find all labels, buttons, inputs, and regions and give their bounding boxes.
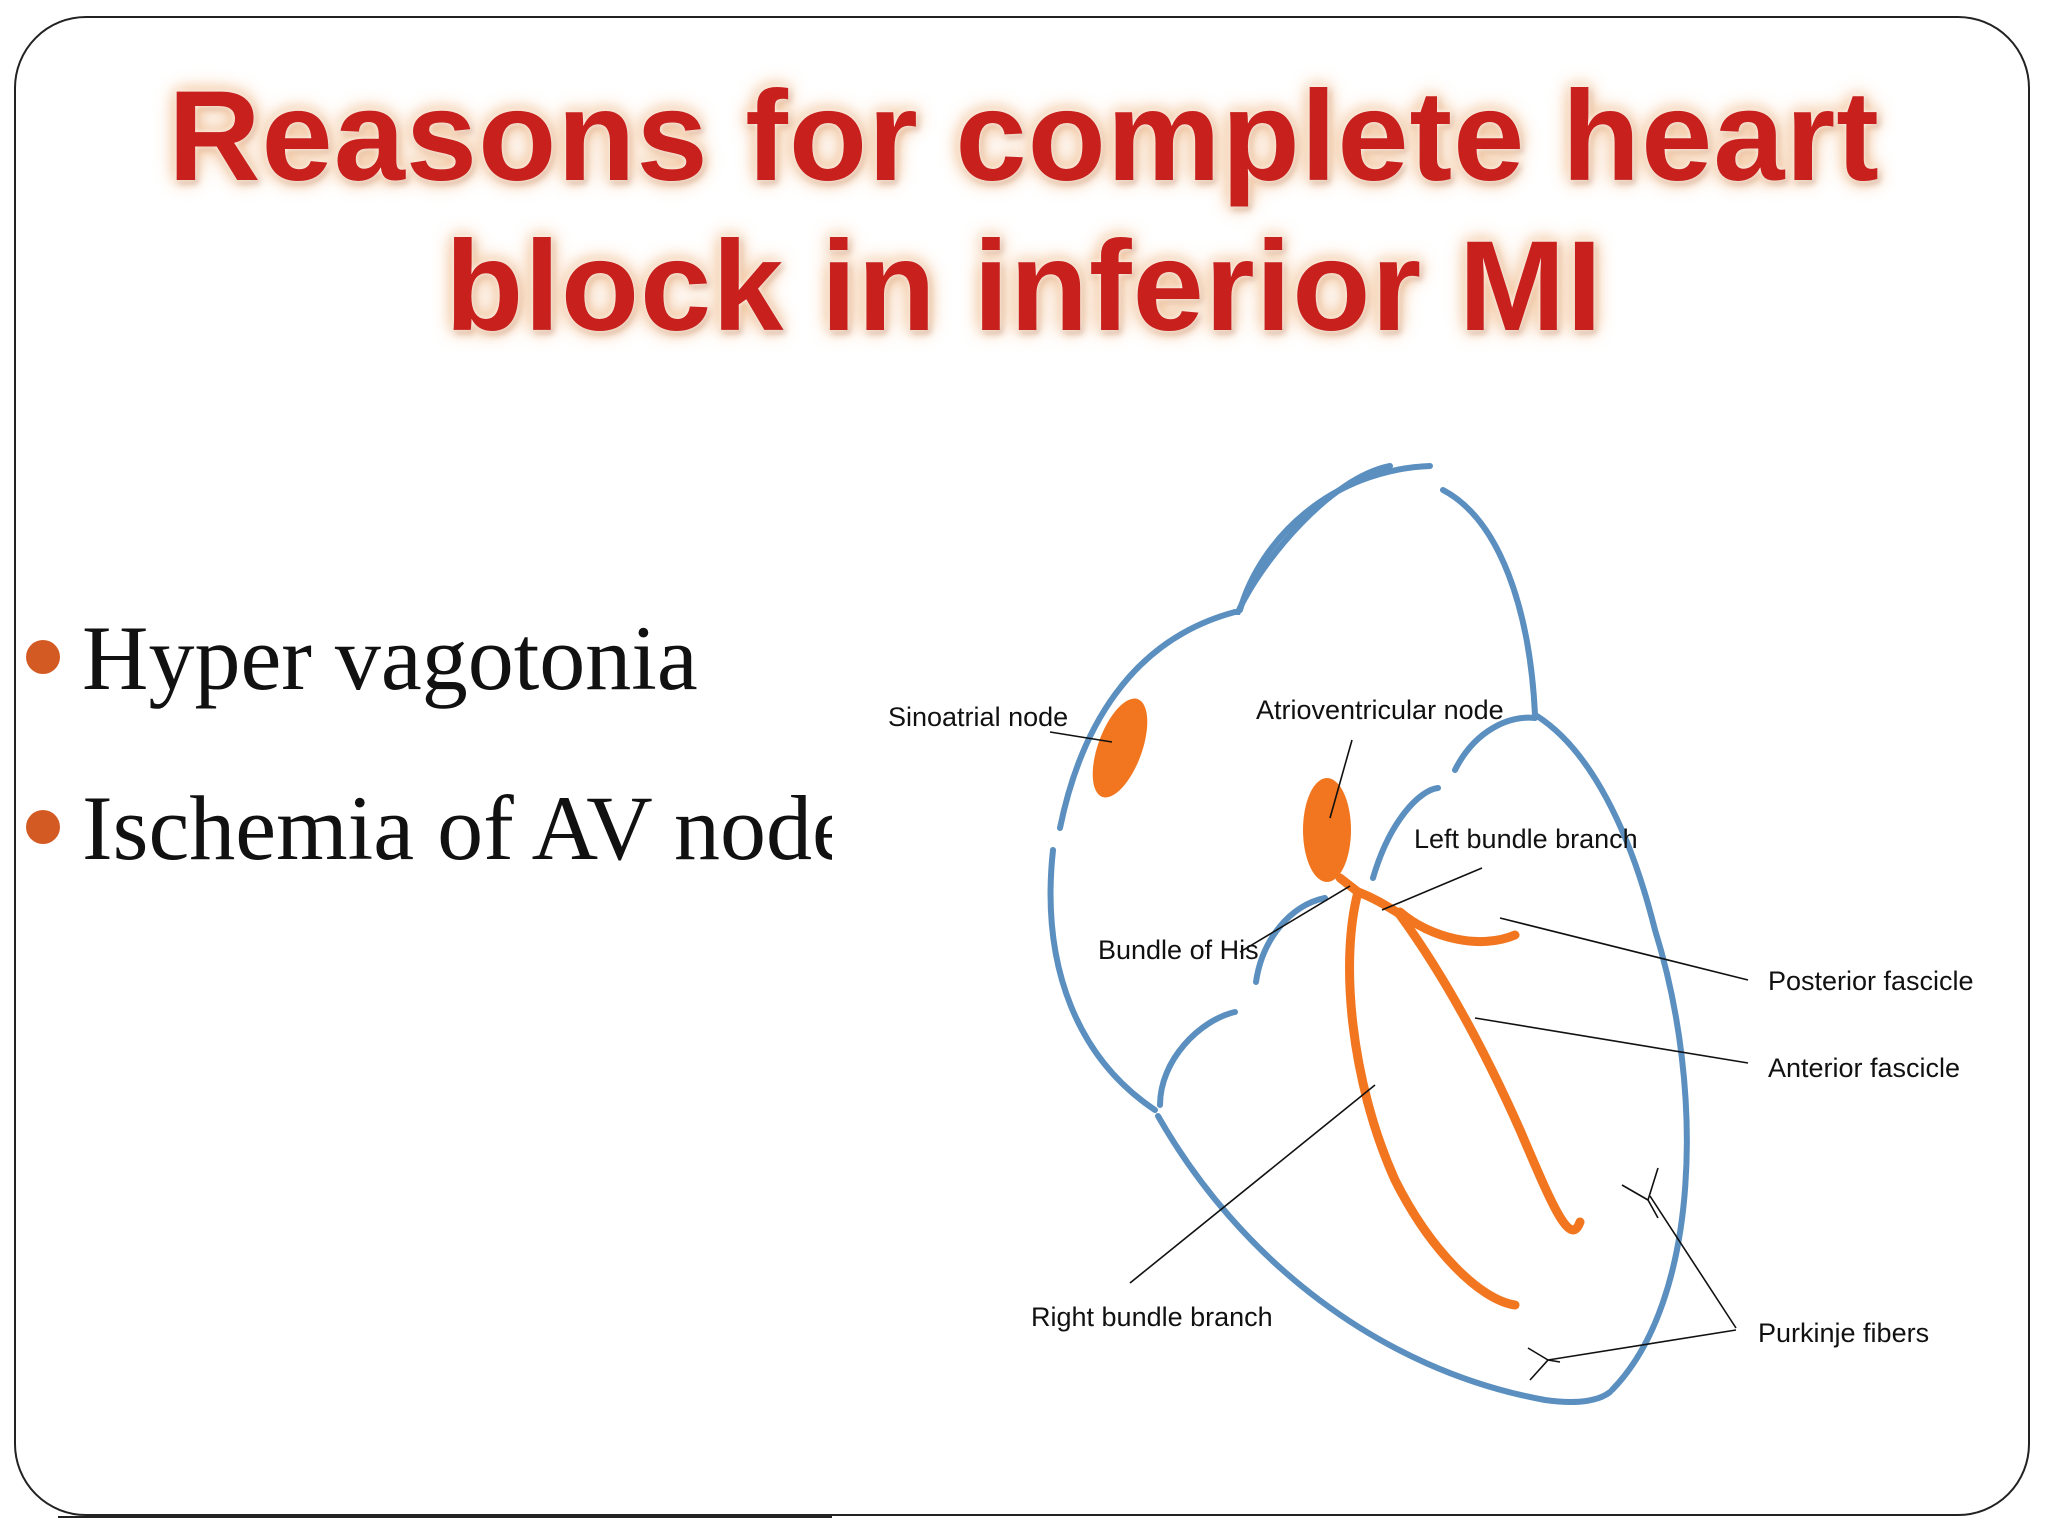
heart-septum-arc: [1253, 895, 1328, 985]
heart-aortic-arch: [1440, 487, 1538, 718]
bullet-marker-icon: [26, 810, 60, 844]
bullet-item-hyper-vagotonia: Hyper vagotonia: [26, 598, 832, 768]
heart-lower-chamber-arc: [1157, 1009, 1238, 1108]
sinoatrial-node-shape: [1092, 698, 1148, 798]
bullet-text: Ischemia of AV node: [82, 777, 832, 879]
leader-purkinje-fibers: [1547, 1195, 1737, 1361]
heart-outer-wall-lower: [1155, 1113, 1613, 1405]
leader-posterior-fascicle: [1499, 917, 1749, 981]
label-atrioventricular-node: Atrioventricular node: [1256, 695, 1504, 725]
label-posterior-fascicle: Posterior fascicle: [1768, 966, 1974, 996]
title-line-2: block in inferior MI: [445, 215, 1603, 358]
bullet-item-av-node-ischemia: Ischemia of AV node: [26, 768, 832, 938]
bottom-rule: [58, 1516, 832, 1518]
leader-left-bundle-branch: [1381, 867, 1483, 911]
conduction-system: [1092, 698, 1585, 1310]
heart-inner-chamber-arc-mid: [1370, 785, 1441, 881]
bullet-text: Hyper vagotonia: [82, 607, 698, 709]
leader-sinoatrial-node: [1049, 731, 1113, 743]
heart-atrium-dome-top: [1237, 463, 1433, 613]
heart-outer-wall-right: [1534, 713, 1690, 1393]
leader-atrioventricular-node: [1329, 739, 1353, 819]
title-line-1: Reasons for complete heart: [168, 65, 1880, 208]
right-bundle-branch-shape: [1345, 887, 1520, 1310]
label-right-bundle-branch: Right bundle branch: [1031, 1302, 1273, 1332]
slide-frame: [14, 16, 2030, 1516]
posterior-fascicle-shape: [1395, 907, 1520, 946]
heart-outer-wall-upper: [1057, 609, 1238, 831]
diagram-labels: Sinoatrial node Atrioventricular node Le…: [888, 695, 1974, 1348]
bullet-marker-icon: [26, 640, 60, 674]
slide-title: Reasons for complete heart block in infe…: [0, 62, 2048, 362]
anterior-fascicle-shape: [1395, 910, 1585, 1235]
label-leader-lines: [1049, 731, 1749, 1361]
leader-right-bundle-branch: [1129, 1084, 1376, 1284]
label-bundle-of-his: Bundle of His: [1098, 935, 1259, 965]
heart-outline: [1047, 463, 1690, 1405]
heart-outer-wall-left: [1047, 847, 1158, 1113]
label-anterior-fascicle: Anterior fascicle: [1768, 1053, 1960, 1083]
label-purkinje-fibers: Purkinje fibers: [1758, 1318, 1929, 1348]
leader-bundle-of-his: [1239, 885, 1351, 953]
label-left-bundle-branch: Left bundle branch: [1414, 824, 1638, 854]
leader-anterior-fascicle: [1474, 1017, 1749, 1064]
heart-inner-chamber-arc-upper: [1452, 714, 1538, 773]
purkinje-fork-upper: [1621, 1167, 1659, 1219]
label-sinoatrial-node: Sinoatrial node: [888, 702, 1068, 732]
bullet-list: Hyper vagotonia Ischemia of AV node: [26, 598, 832, 938]
atrioventricular-node-shape: [1303, 778, 1351, 882]
purkinje-fork-lower: [1527, 1347, 1561, 1381]
heart-atrium-dome-left: [1232, 463, 1393, 615]
